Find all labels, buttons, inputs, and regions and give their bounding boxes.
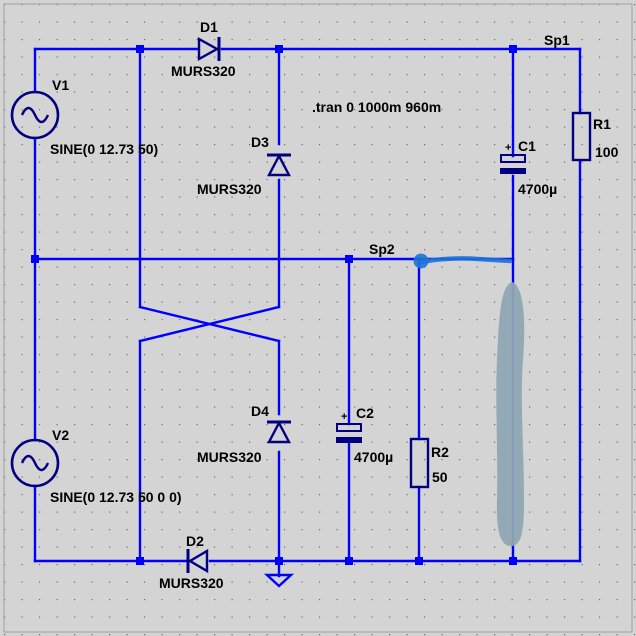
- diode-d3[interactable]: D3 MURS320: [197, 134, 291, 197]
- d3-name-label: D3: [251, 134, 269, 150]
- c1-value-label: 4700µ: [518, 181, 557, 197]
- r2-name-label: R2: [431, 444, 449, 460]
- diode-d4[interactable]: D4 MURS320: [197, 403, 291, 465]
- voltage-source-v1[interactable]: V1 SINE(0 12.73 50): [10, 77, 158, 157]
- hand-annotations: [413, 253, 525, 547]
- capacitor-plate-bottom: [500, 168, 526, 174]
- capacitor-c1[interactable]: + C1 4700µ: [500, 138, 557, 197]
- junction-node: [136, 557, 144, 565]
- sine-source-icon: [10, 438, 60, 488]
- junction-node: [509, 45, 517, 53]
- diode-d1[interactable]: D1 MURS320: [171, 19, 236, 79]
- c2-value-label: 4700µ: [354, 449, 393, 465]
- junction-node: [345, 557, 353, 565]
- c1-name-label: C1: [518, 138, 536, 154]
- resistor-body: [571, 111, 592, 162]
- d1-name-label: D1: [200, 19, 218, 35]
- annotation-dot: [413, 253, 429, 269]
- voltage-source-v2[interactable]: V2 SINE(0 12.73 50 0 0): [10, 427, 182, 505]
- sine-wave-glyph: [20, 106, 50, 124]
- capacitor-plate-top: [336, 423, 362, 432]
- diode-triangle: [187, 548, 209, 574]
- diode-triangle: [197, 36, 220, 62]
- v1-name-label: V1: [52, 77, 69, 93]
- grid-dots: [4, 4, 636, 636]
- junction-node: [275, 557, 283, 565]
- capacitor-plus-sign: +: [341, 411, 347, 423]
- diode-triangle: [267, 420, 291, 444]
- junction-nodes: [31, 45, 517, 565]
- capacitor-plus-sign: +: [505, 142, 511, 154]
- capacitor-plate-top: [500, 154, 526, 163]
- d3-value-label: MURS320: [197, 181, 262, 197]
- diode-d2[interactable]: D2 MURS320: [159, 533, 224, 591]
- diode-triangle: [267, 153, 291, 177]
- d4-value-label: MURS320: [197, 449, 262, 465]
- sheet-border: [3, 3, 633, 633]
- sine-source-icon: [10, 90, 60, 140]
- d4-name-label: D4: [251, 403, 269, 419]
- r1-name-label: R1: [593, 116, 611, 132]
- d2-name-label: D2: [186, 533, 204, 549]
- sine-wave-glyph: [20, 454, 50, 472]
- net-label-sp2[interactable]: Sp2: [369, 241, 395, 257]
- junction-node: [136, 45, 144, 53]
- junction-node: [509, 557, 517, 565]
- ground-symbol[interactable]: [263, 573, 295, 588]
- r2-value-label: 50: [432, 469, 448, 485]
- wire-cross-b[interactable]: [138, 305, 281, 343]
- spice-directive[interactable]: .tran 0 1000m 960m: [312, 99, 441, 115]
- capacitor-c2[interactable]: + C2 4700µ: [336, 405, 393, 465]
- c2-name-label: C2: [356, 405, 374, 421]
- annotation-smear: [496, 282, 525, 547]
- v1-value-label: SINE(0 12.73 50): [50, 141, 158, 157]
- resistor-body: [409, 437, 430, 489]
- capacitor-plate-bottom: [336, 437, 362, 443]
- junction-node: [415, 557, 423, 565]
- d1-value-label: MURS320: [171, 63, 236, 79]
- resistor-r2[interactable]: R2 50: [409, 437, 449, 489]
- junction-node: [345, 255, 353, 263]
- ground-icon: [263, 573, 295, 588]
- r1-value-label: 100: [595, 144, 619, 160]
- net-label-sp1[interactable]: Sp1: [544, 32, 570, 48]
- v2-name-label: V2: [52, 427, 69, 443]
- d2-value-label: MURS320: [159, 575, 224, 591]
- junction-node: [275, 45, 283, 53]
- resistor-r1[interactable]: R1 100: [571, 111, 619, 162]
- junction-node: [31, 255, 39, 263]
- annotation-line: [418, 256, 513, 265]
- v2-value-label: SINE(0 12.73 50 0 0): [50, 489, 182, 505]
